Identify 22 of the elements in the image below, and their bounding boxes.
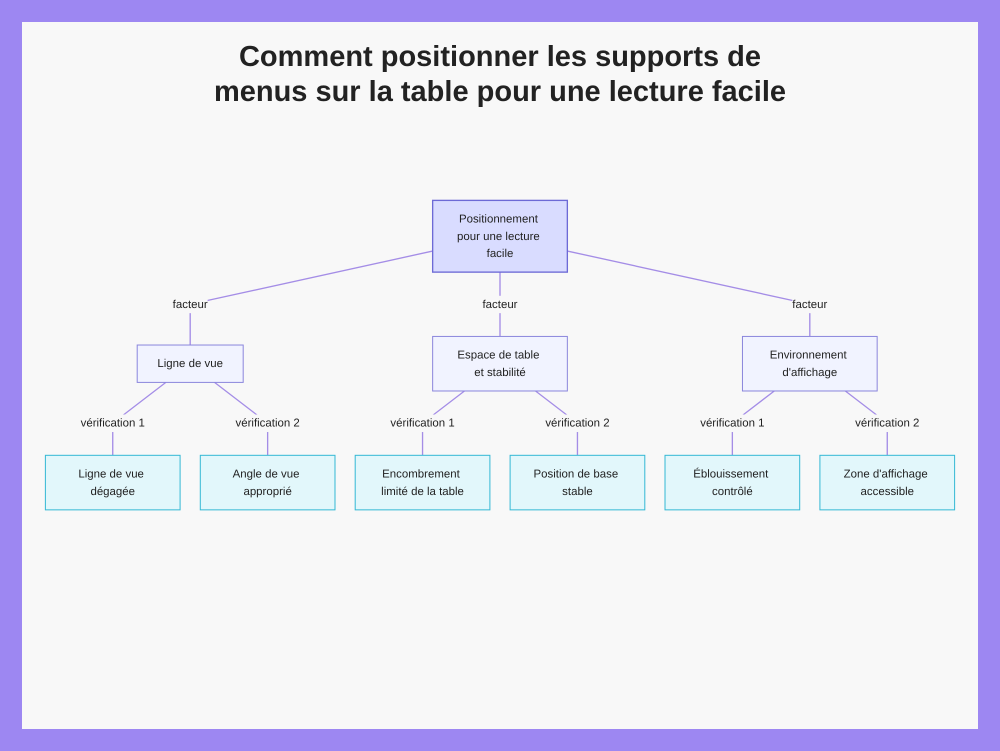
title: Comment positionner les supports de menus sur la table pour une lecture facile: [212, 40, 788, 110]
edge-label: vérification 1: [80, 416, 145, 430]
node-box: Environnement d'affichage: [742, 336, 878, 392]
node-box: Éblouissement contrôlé: [664, 454, 800, 510]
edge-label: facteur: [792, 298, 828, 311]
node-box: Encombrement limité de la table: [354, 454, 490, 510]
node-box: Ligne de vue: [136, 344, 244, 383]
node-box: Zone d'affichage accessible: [819, 454, 956, 510]
node-box: Positionnement pour une lecture facile: [432, 200, 568, 273]
edge-label: facteur: [172, 298, 208, 311]
edge-label: vérification 2: [236, 416, 300, 430]
node-box: Position de base stable: [510, 454, 646, 510]
edge-label: vérification 1: [700, 416, 764, 430]
edge-label: vérification 1: [390, 416, 455, 430]
connector: [190, 250, 433, 346]
edge-label: vérification 2: [855, 416, 920, 430]
node-box: Ligne de vue dégagée: [44, 454, 181, 510]
connector: [567, 250, 810, 336]
node-box: Espace de table et stabilité: [432, 336, 568, 392]
edge-label: vérification 2: [545, 416, 610, 430]
node-box: Angle de vue approprié: [200, 454, 336, 510]
edge-label: facteur: [482, 298, 518, 311]
